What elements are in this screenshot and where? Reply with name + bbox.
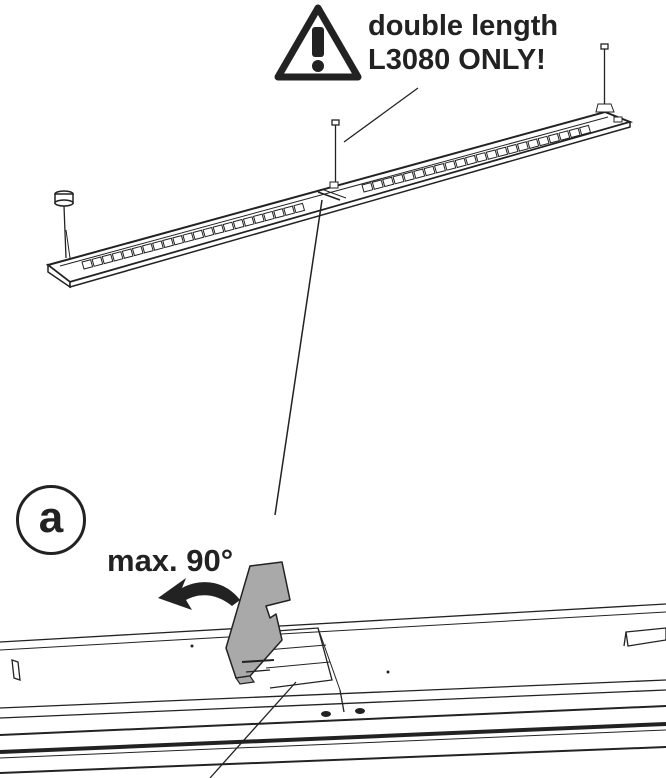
louvre-cell bbox=[101, 253, 114, 265]
louvre-cell bbox=[516, 141, 529, 152]
louvre-cell bbox=[212, 224, 225, 235]
louvre-cell bbox=[579, 124, 592, 136]
louvre-cell bbox=[382, 176, 395, 188]
louvre-cell bbox=[182, 232, 195, 243]
louvre-cell bbox=[141, 243, 154, 254]
warning-text-line2: L3080 ONLY! bbox=[368, 44, 546, 76]
louvre-cell bbox=[496, 146, 509, 158]
ceiling-canopy-icon bbox=[54, 190, 74, 207]
detail-leader-line bbox=[274, 199, 323, 516]
louvre-cell bbox=[293, 202, 306, 214]
louvre-cell bbox=[433, 162, 446, 174]
louvre-cell bbox=[222, 221, 235, 233]
louvre-cell bbox=[454, 157, 467, 169]
exclamation-triangle-icon bbox=[274, 4, 362, 81]
max-angle-label: max. 90° bbox=[107, 543, 234, 578]
louvre-cells-right bbox=[361, 124, 592, 193]
louvre-cell bbox=[537, 135, 550, 147]
louvre-cell bbox=[547, 132, 560, 144]
louvre-cell bbox=[192, 229, 205, 241]
louvre-cell bbox=[263, 210, 275, 222]
step-badge-letter: a bbox=[38, 493, 64, 542]
rail-detail bbox=[0, 603, 666, 774]
suspension-clip-middle bbox=[331, 119, 340, 126]
louvre-cell bbox=[485, 149, 498, 160]
louvre-cells-left bbox=[81, 202, 306, 270]
louvre-cell bbox=[444, 160, 457, 171]
louvre-cell bbox=[131, 245, 144, 257]
louvre-cell bbox=[202, 226, 215, 238]
bottom-leader-line bbox=[209, 681, 297, 778]
louvre-cell bbox=[152, 240, 164, 251]
mounting-bracket bbox=[225, 561, 291, 685]
warning-leader-line bbox=[343, 87, 419, 143]
louvre-cell bbox=[527, 138, 540, 149]
louvre-cell bbox=[162, 237, 174, 249]
louvre-cell bbox=[121, 248, 134, 259]
suspension-wire-left bbox=[63, 205, 67, 259]
louvre-cell bbox=[423, 165, 436, 177]
end-cap-right bbox=[613, 116, 623, 123]
louvre-cell bbox=[242, 216, 255, 227]
louvre-cell bbox=[283, 205, 296, 216]
louvre-cell bbox=[413, 168, 426, 179]
louvre-cell bbox=[465, 154, 478, 166]
curved-arrow-left-icon bbox=[158, 578, 240, 610]
suspension-clip-right bbox=[600, 43, 609, 50]
louvre-cell bbox=[568, 127, 581, 139]
warning-text-line1: double length bbox=[368, 10, 559, 42]
louvre-cell bbox=[558, 130, 571, 141]
louvre-cell bbox=[506, 143, 519, 155]
louvre-cell bbox=[172, 234, 185, 246]
louvre-cell bbox=[402, 171, 415, 182]
louvre-cell bbox=[392, 173, 405, 185]
louvre-cell bbox=[111, 251, 124, 262]
louvre-cell bbox=[273, 208, 285, 219]
louvre-cell bbox=[232, 218, 245, 230]
louvre-cell bbox=[91, 256, 104, 267]
louvre-cell bbox=[252, 213, 265, 225]
louvre-cell bbox=[475, 152, 488, 163]
louvre-cell bbox=[371, 179, 384, 190]
step-badge: a bbox=[16, 485, 86, 555]
louvre-cell bbox=[81, 259, 94, 270]
louvre-cell bbox=[361, 182, 374, 193]
